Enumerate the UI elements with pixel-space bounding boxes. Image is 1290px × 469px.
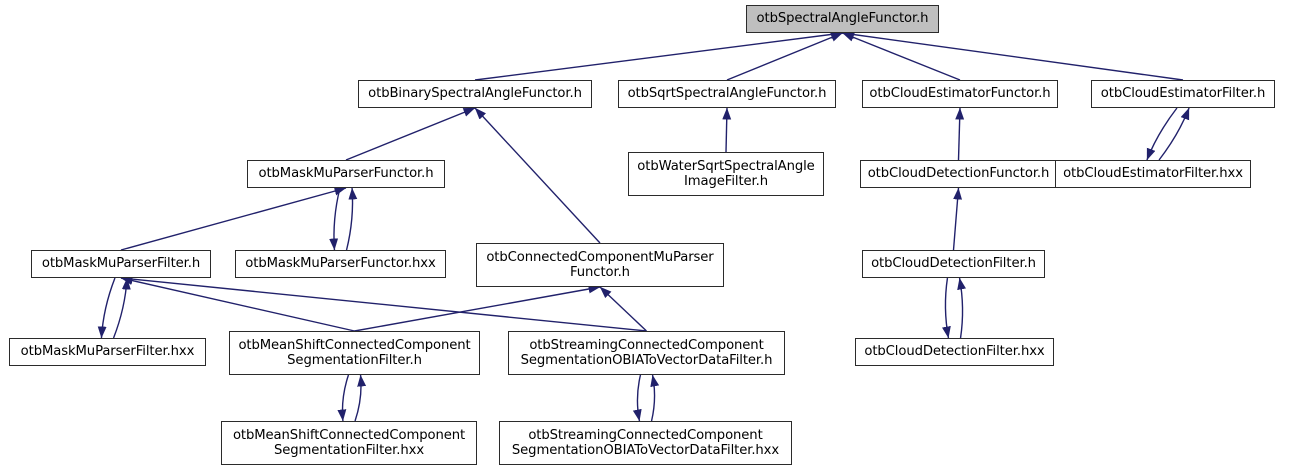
graph-edge-cloud_detection_filter-to-cloud_detection_functor bbox=[952, 187, 963, 251]
graph-edge-connected_component_mu_parser_functor-to-binary_spectral_angle_functor bbox=[474, 107, 601, 244]
graph-node-streaming_connected_component_segmentation_obia_to_vector_data_filter[interactable]: otbStreamingConnectedComponent Segmentat… bbox=[508, 331, 785, 375]
graph-edge-cloud_estimator_filter_hxx-to-cloud_estimator_filter bbox=[1158, 107, 1190, 161]
graph-edge-mean_shift_connected_component_segmentation_filter-to-mean_shift_connected_component_segmentation_filter_hxx bbox=[337, 374, 350, 422]
graph-node-streaming_connected_component_segmentation_obia_to_vector_data_filter_hxx[interactable]: otbStreamingConnectedComponent Segmentat… bbox=[499, 421, 792, 465]
graph-node-mask_mu_parser_filter[interactable]: otbMaskMuParserFilter.h bbox=[31, 250, 211, 278]
graph-edge-streaming_connected_component_segmentation_obia_to_vector_data_filter_hxx-to-streaming_connected_component_segmentation_obia_to_vector_data_filter bbox=[650, 374, 660, 422]
graph-edge-water_sqrt_spectral_angle_image_filter-to-sqrt_spectral_angle_functor bbox=[722, 107, 732, 153]
graph-edge-mean_shift_connected_component_segmentation_filter_hxx-to-mean_shift_connected_component_segmentation_filter bbox=[354, 374, 367, 422]
graph-edge-cloud_detection_functor-to-cloud_estimator_functor bbox=[955, 107, 965, 161]
graph-node-cloud_estimator_filter_hxx[interactable]: otbCloudEstimatorFilter.hxx bbox=[1055, 160, 1251, 188]
graph-edge-mean_shift_connected_component_segmentation_filter-to-mask_mu_parser_filter bbox=[120, 276, 355, 332]
graph-edge-binary_spectral_angle_functor-to-spectral_angle_functor bbox=[474, 30, 843, 81]
graph-edge-cloud_estimator_functor-to-spectral_angle_functor bbox=[842, 32, 961, 81]
graph-node-spectral_angle_functor[interactable]: otbSpectralAngleFunctor.h bbox=[746, 5, 939, 33]
graph-edge-mask_mu_parser_functor_hxx-to-mask_mu_parser_functor bbox=[345, 187, 358, 251]
graph-edge-mask_mu_parser_filter_hxx-to-mask_mu_parser_filter bbox=[112, 277, 131, 339]
graph-node-mean_shift_connected_component_segmentation_filter[interactable]: otbMeanShiftConnectedComponent Segmentat… bbox=[229, 331, 480, 375]
graph-node-mask_mu_parser_functor[interactable]: otbMaskMuParserFunctor.h bbox=[247, 160, 445, 188]
graph-edge-cloud_estimator_filter-to-spectral_angle_functor bbox=[842, 30, 1184, 81]
graph-node-connected_component_mu_parser_functor[interactable]: otbConnectedComponentMuParser Functor.h bbox=[476, 243, 724, 287]
graph-node-mean_shift_connected_component_segmentation_filter_hxx[interactable]: otbMeanShiftConnectedComponent Segmentat… bbox=[221, 421, 477, 465]
graph-node-cloud_detection_filter_hxx[interactable]: otbCloudDetectionFilter.hxx bbox=[855, 338, 1054, 366]
graph-node-cloud_estimator_functor[interactable]: otbCloudEstimatorFunctor.h bbox=[862, 80, 1058, 108]
graph-node-water_sqrt_spectral_angle_image_filter[interactable]: otbWaterSqrtSpectralAngle ImageFilter.h bbox=[628, 152, 824, 196]
graph-node-cloud_estimator_filter[interactable]: otbCloudEstimatorFilter.h bbox=[1091, 80, 1275, 108]
graph-edge-cloud_estimator_filter-to-cloud_estimator_filter_hxx bbox=[1146, 107, 1178, 161]
graph-edge-sqrt_spectral_angle_functor-to-spectral_angle_functor bbox=[726, 32, 843, 81]
graph-node-sqrt_spectral_angle_functor[interactable]: otbSqrtSpectralAngleFunctor.h bbox=[618, 80, 836, 108]
graph-edge-streaming_connected_component_segmentation_obia_to_vector_data_filter-to-connected_component_mu_parser_functor bbox=[599, 286, 647, 332]
graph-edge-mask_mu_parser_functor-to-mask_mu_parser_functor_hxx bbox=[329, 187, 341, 251]
graph-edge-streaming_connected_component_segmentation_obia_to_vector_data_filter-to-streaming_connected_component_segmentation_obia_to_vector_data_filter_hxx bbox=[632, 374, 642, 422]
graph-node-cloud_detection_filter[interactable]: otbCloudDetectionFilter.h bbox=[862, 250, 1045, 278]
graph-edge-mask_mu_parser_functor-to-binary_spectral_angle_functor bbox=[345, 107, 476, 161]
graph-edge-cloud_detection_filter_hxx-to-cloud_detection_filter bbox=[957, 277, 967, 339]
graph-edge-mask_mu_parser_filter-to-mask_mu_parser_filter_hxx bbox=[97, 277, 116, 339]
graph-edge-cloud_detection_filter-to-cloud_detection_filter_hxx bbox=[941, 277, 951, 339]
graph-edge-mean_shift_connected_component_segmentation_filter-to-connected_component_mu_parser_functor bbox=[354, 284, 601, 332]
graph-node-binary_spectral_angle_functor[interactable]: otbBinarySpectralAngleFunctor.h bbox=[358, 80, 592, 108]
graph-edge-mask_mu_parser_filter-to-mask_mu_parser_functor bbox=[120, 186, 347, 251]
graph-node-mask_mu_parser_filter_hxx[interactable]: otbMaskMuParserFilter.hxx bbox=[9, 338, 206, 366]
graph-node-cloud_detection_functor[interactable]: otbCloudDetectionFunctor.h bbox=[860, 160, 1057, 188]
graph-node-mask_mu_parser_functor_hxx[interactable]: otbMaskMuParserFunctor.hxx bbox=[235, 250, 446, 278]
